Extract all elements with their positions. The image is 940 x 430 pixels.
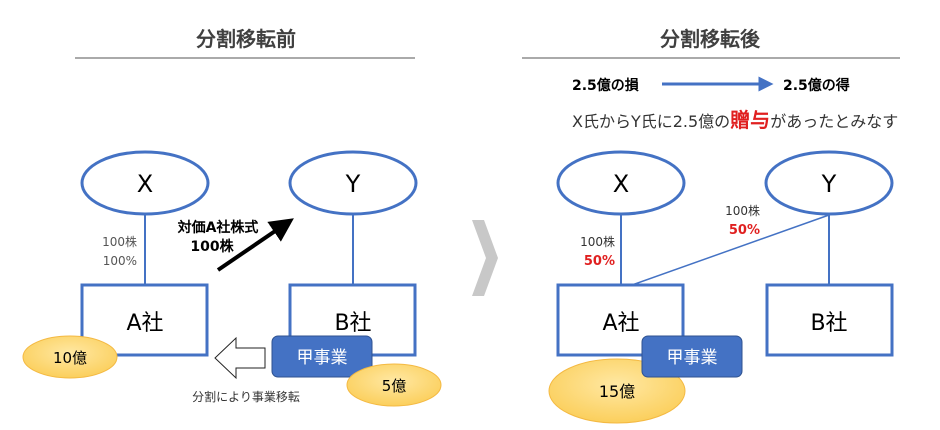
chevron-right-icon xyxy=(472,220,498,296)
x-percent-after: 50% xyxy=(584,254,615,269)
gift-statement-post: があったとみなす xyxy=(770,112,898,131)
gift-statement-emphasis: 贈与 xyxy=(730,108,770,132)
company-a-value: 10億 xyxy=(53,349,87,367)
x-percent-label: 100% xyxy=(103,254,137,268)
shareholder-x-node-after xyxy=(556,150,686,216)
shareholder-y-label-after: Y xyxy=(821,170,837,198)
transfer-caption: 分割により事業移転 xyxy=(192,389,300,404)
after-title: 分割移転後 xyxy=(660,27,761,51)
company-a-box xyxy=(80,283,209,357)
business-value-bubble xyxy=(346,363,442,407)
company-a-value-bubble xyxy=(22,335,118,379)
company-b-label-after: B社 xyxy=(810,311,847,336)
gift-statement-pre: X氏からY氏に2.5億の xyxy=(572,112,730,131)
business-label-after: 甲事業 xyxy=(667,348,718,368)
consideration-label-1: 対価A社株式 xyxy=(177,219,259,236)
consideration-label-2: 100株 xyxy=(190,238,234,255)
shareholder-y-node-after xyxy=(764,150,894,216)
loss-label: 2.5億の損 xyxy=(572,77,640,94)
business-label: 甲事業 xyxy=(297,348,348,368)
x-shares-after: 100株 xyxy=(580,234,615,249)
company-a-box-after xyxy=(556,283,685,357)
shareholder-y-node xyxy=(288,150,418,216)
business-value: 5億 xyxy=(382,377,407,395)
before-title: 分割移転前 xyxy=(196,27,296,51)
company-b-label: B社 xyxy=(334,311,371,336)
transfer-arrow-icon xyxy=(214,336,266,380)
company-a-label: A社 xyxy=(126,311,163,336)
shareholder-y-label: Y xyxy=(345,170,361,198)
business-box xyxy=(271,335,373,378)
company-b-box-after xyxy=(765,283,894,357)
consideration-arrow xyxy=(216,218,294,272)
shareholder-x-node xyxy=(80,150,210,216)
company-a-value-after: 15億 xyxy=(599,382,635,401)
gain-label: 2.5億の得 xyxy=(783,77,850,94)
shareholder-x-label: X xyxy=(137,170,153,198)
company-a-label-after: A社 xyxy=(602,311,639,336)
y-percent-after: 50% xyxy=(729,223,760,238)
y-to-a-line-after xyxy=(631,214,830,286)
gift-statement: X氏からY氏に2.5億の贈与があったとみなす xyxy=(572,108,898,132)
business-box-after xyxy=(641,335,743,378)
x-shares-label: 100株 xyxy=(102,234,137,249)
y-shares-after: 100株 xyxy=(725,203,760,218)
shareholder-x-label-after: X xyxy=(613,170,629,198)
